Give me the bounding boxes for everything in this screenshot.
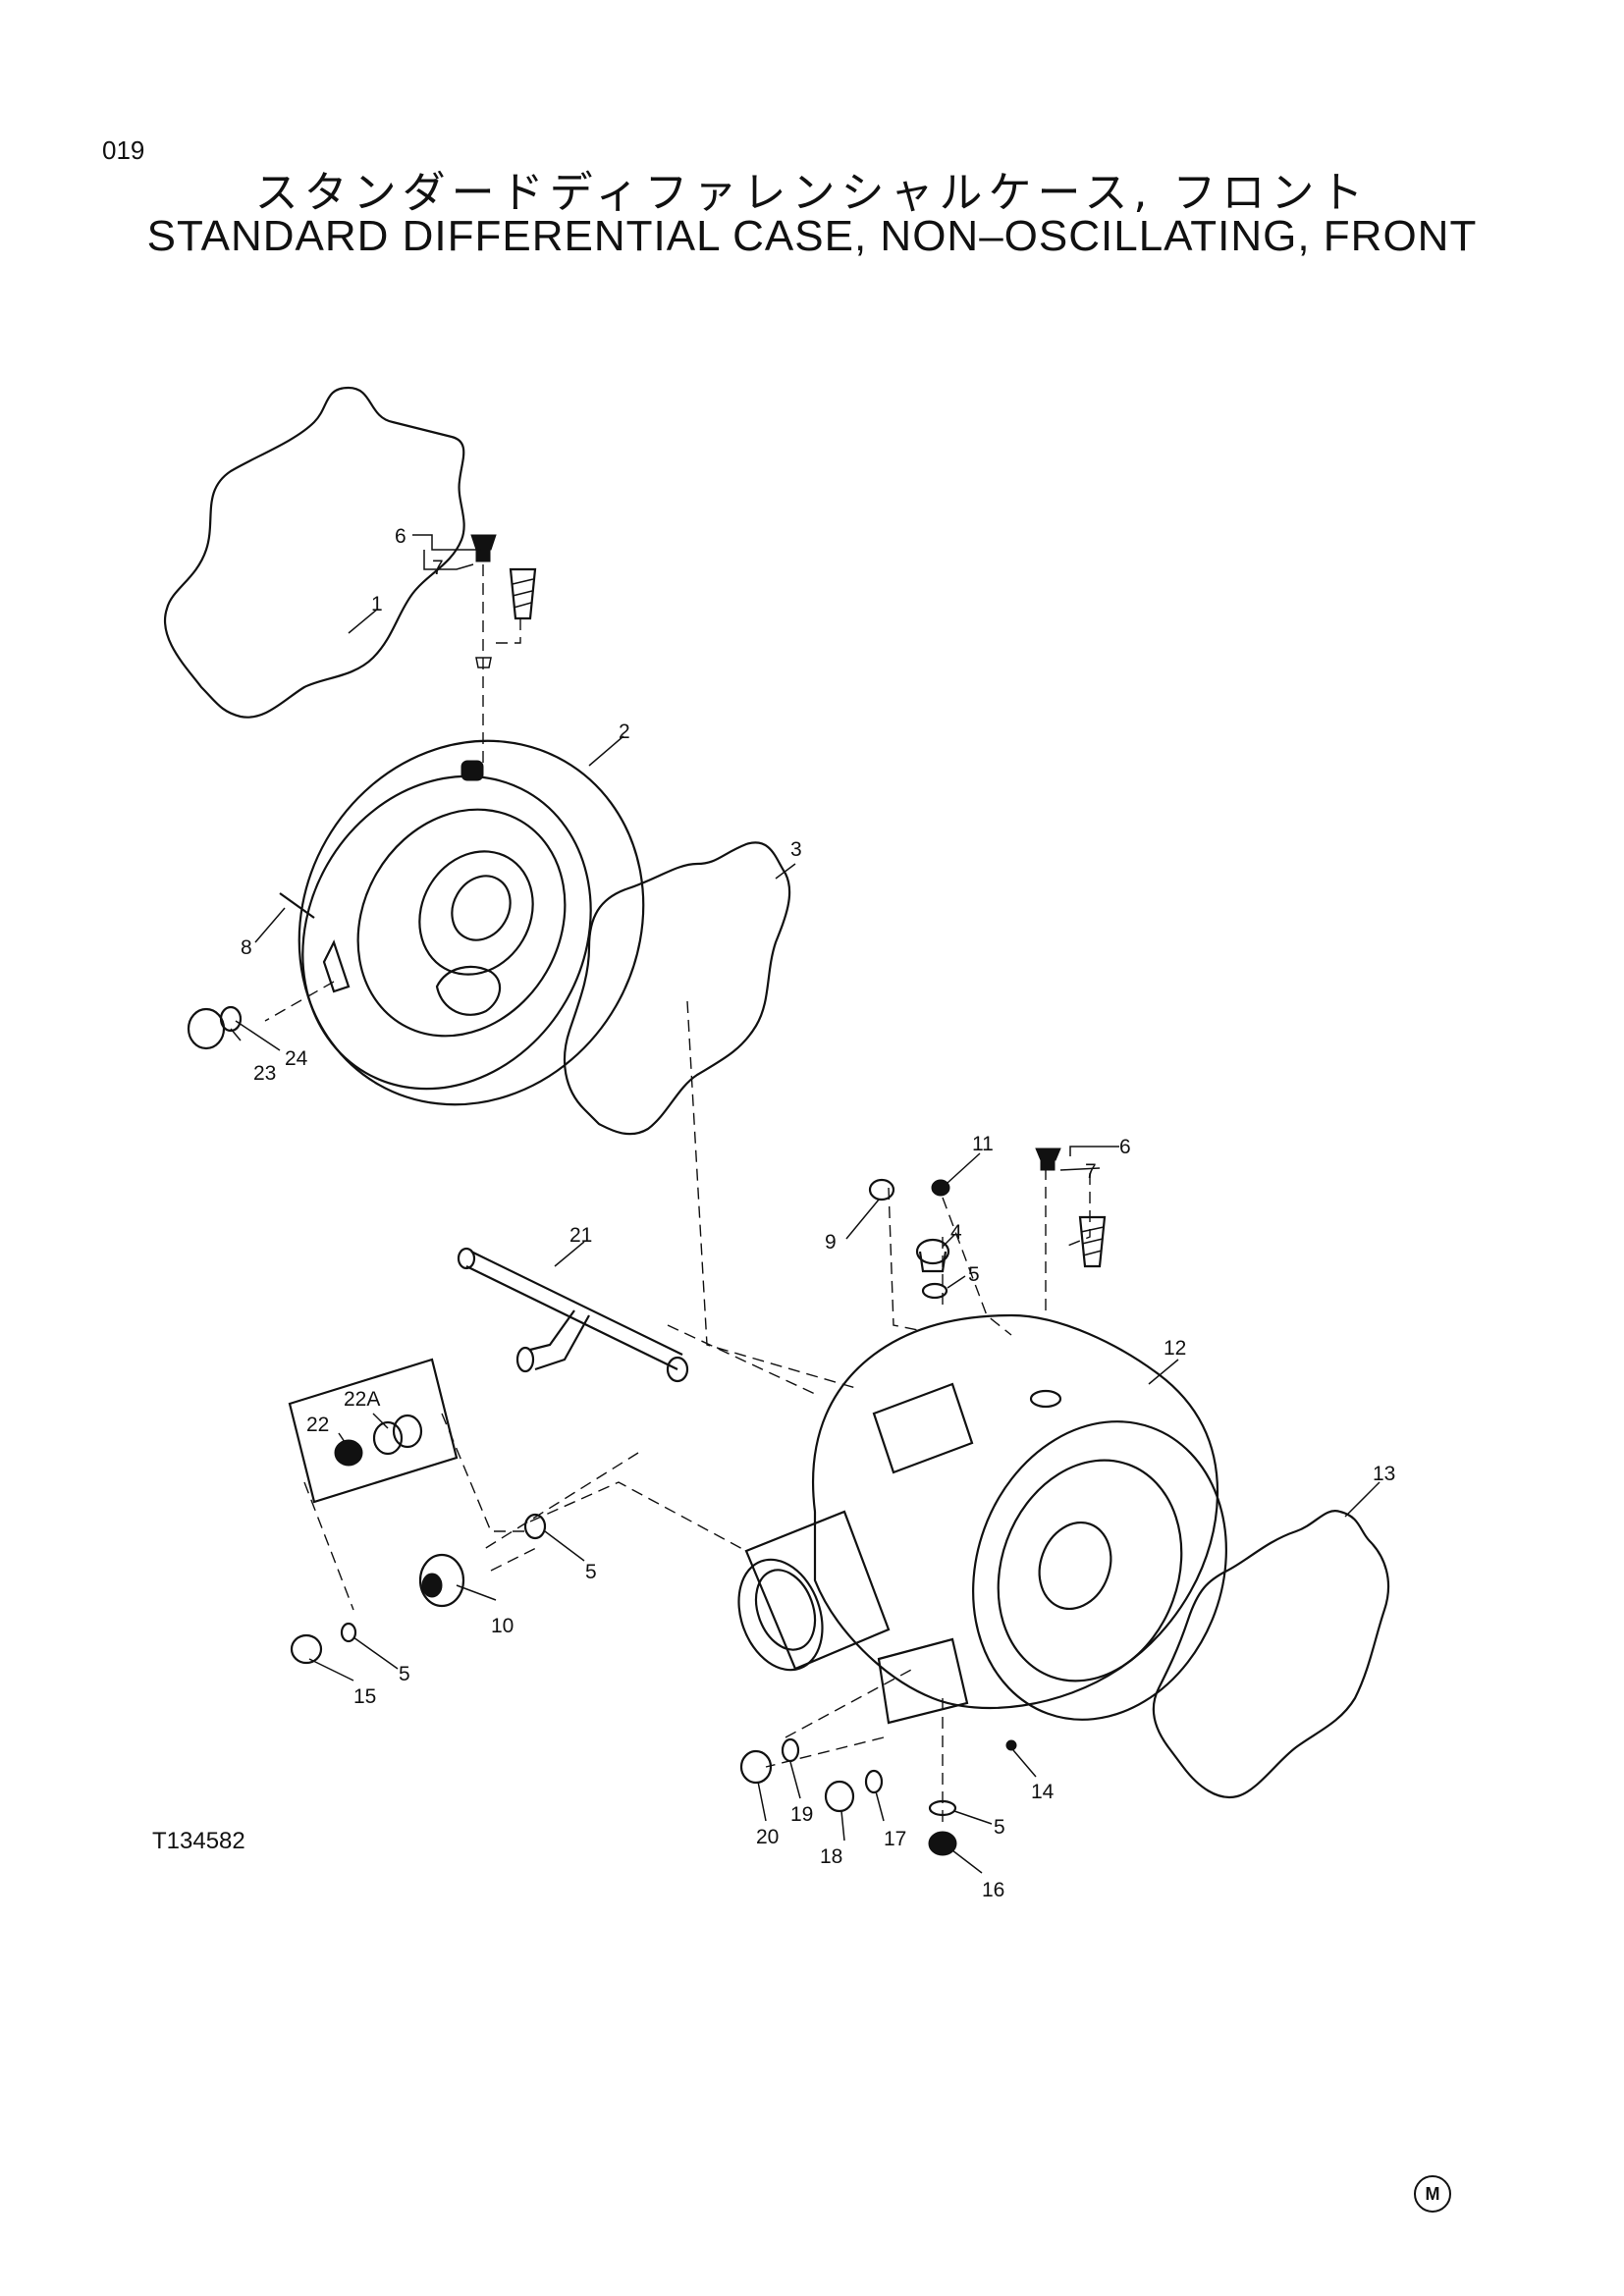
callout-7-right: 7 (1085, 1160, 1097, 1183)
callout-5-left: 5 (585, 1561, 597, 1583)
plug-18 (824, 1769, 884, 1813)
callout-3: 3 (790, 838, 802, 861)
washer-5-lower (928, 1799, 957, 1817)
title-japanese: スタンダードディファレンシャルケース, フロント (254, 168, 1370, 218)
callout-5-plug: 5 (399, 1663, 410, 1685)
corner-mark: M (1414, 2175, 1451, 2213)
callout-11: 11 (972, 1133, 994, 1155)
washer-5-upper (921, 1282, 948, 1300)
kit-box-22 (288, 1358, 459, 1504)
callout-16: 16 (982, 1879, 1004, 1901)
callout-9: 9 (825, 1231, 837, 1254)
gasket-13 (1152, 1510, 1389, 1799)
callout-4: 4 (950, 1221, 962, 1244)
pin-14 (1005, 1739, 1017, 1751)
callout-8: 8 (241, 936, 252, 959)
differential-case-12 (737, 1313, 1227, 1725)
callout-23: 23 (253, 1062, 276, 1085)
breather-6-upper (470, 534, 537, 668)
plug-23-24 (187, 1005, 243, 1050)
nut-11 (931, 1179, 950, 1197)
plug-16 (928, 1831, 957, 1856)
plug-4 (915, 1238, 950, 1273)
title-english: STANDARD DIFFERENTIAL CASE, NON–OSCILLAT… (146, 212, 1478, 260)
bolt-8 (279, 892, 315, 919)
callout-20: 20 (756, 1826, 779, 1848)
callout-13: 13 (1373, 1463, 1395, 1485)
callout-2: 2 (619, 721, 630, 743)
washer-5-left (523, 1513, 547, 1540)
plug-20 (739, 1737, 800, 1785)
callout-18: 18 (820, 1845, 842, 1868)
gasket-1 (164, 386, 465, 719)
callout-21: 21 (569, 1224, 592, 1247)
callout-14: 14 (1031, 1781, 1055, 1803)
callout-22a: 22A (344, 1388, 380, 1411)
callout-1: 1 (371, 593, 383, 615)
callout-17: 17 (884, 1828, 906, 1850)
figure-id: T134582 (152, 1828, 245, 1854)
plug-15 (290, 1622, 357, 1665)
page-number: 019 (102, 135, 145, 165)
callout-5-upper: 5 (968, 1263, 980, 1286)
callout-6-right: 6 (1119, 1136, 1131, 1158)
callout-24: 24 (285, 1047, 308, 1070)
gasket-3 (563, 841, 791, 1136)
callout-10: 10 (491, 1615, 514, 1637)
callout-6-upper: 6 (395, 525, 406, 548)
washer-9 (868, 1178, 895, 1201)
callout-7-upper: 7 (432, 557, 444, 579)
breather-6-right (1035, 1148, 1107, 1268)
carrier-cover-2 (298, 739, 645, 1106)
callout-5-lower: 5 (994, 1816, 1005, 1839)
callout-19: 19 (790, 1803, 813, 1826)
tube-assembly-21 (457, 1247, 689, 1383)
leader-lines (230, 534, 1380, 1874)
callout-12: 12 (1164, 1337, 1186, 1360)
callout-22: 22 (306, 1414, 329, 1436)
plug-10 (418, 1553, 465, 1608)
callout-15: 15 (353, 1685, 376, 1708)
